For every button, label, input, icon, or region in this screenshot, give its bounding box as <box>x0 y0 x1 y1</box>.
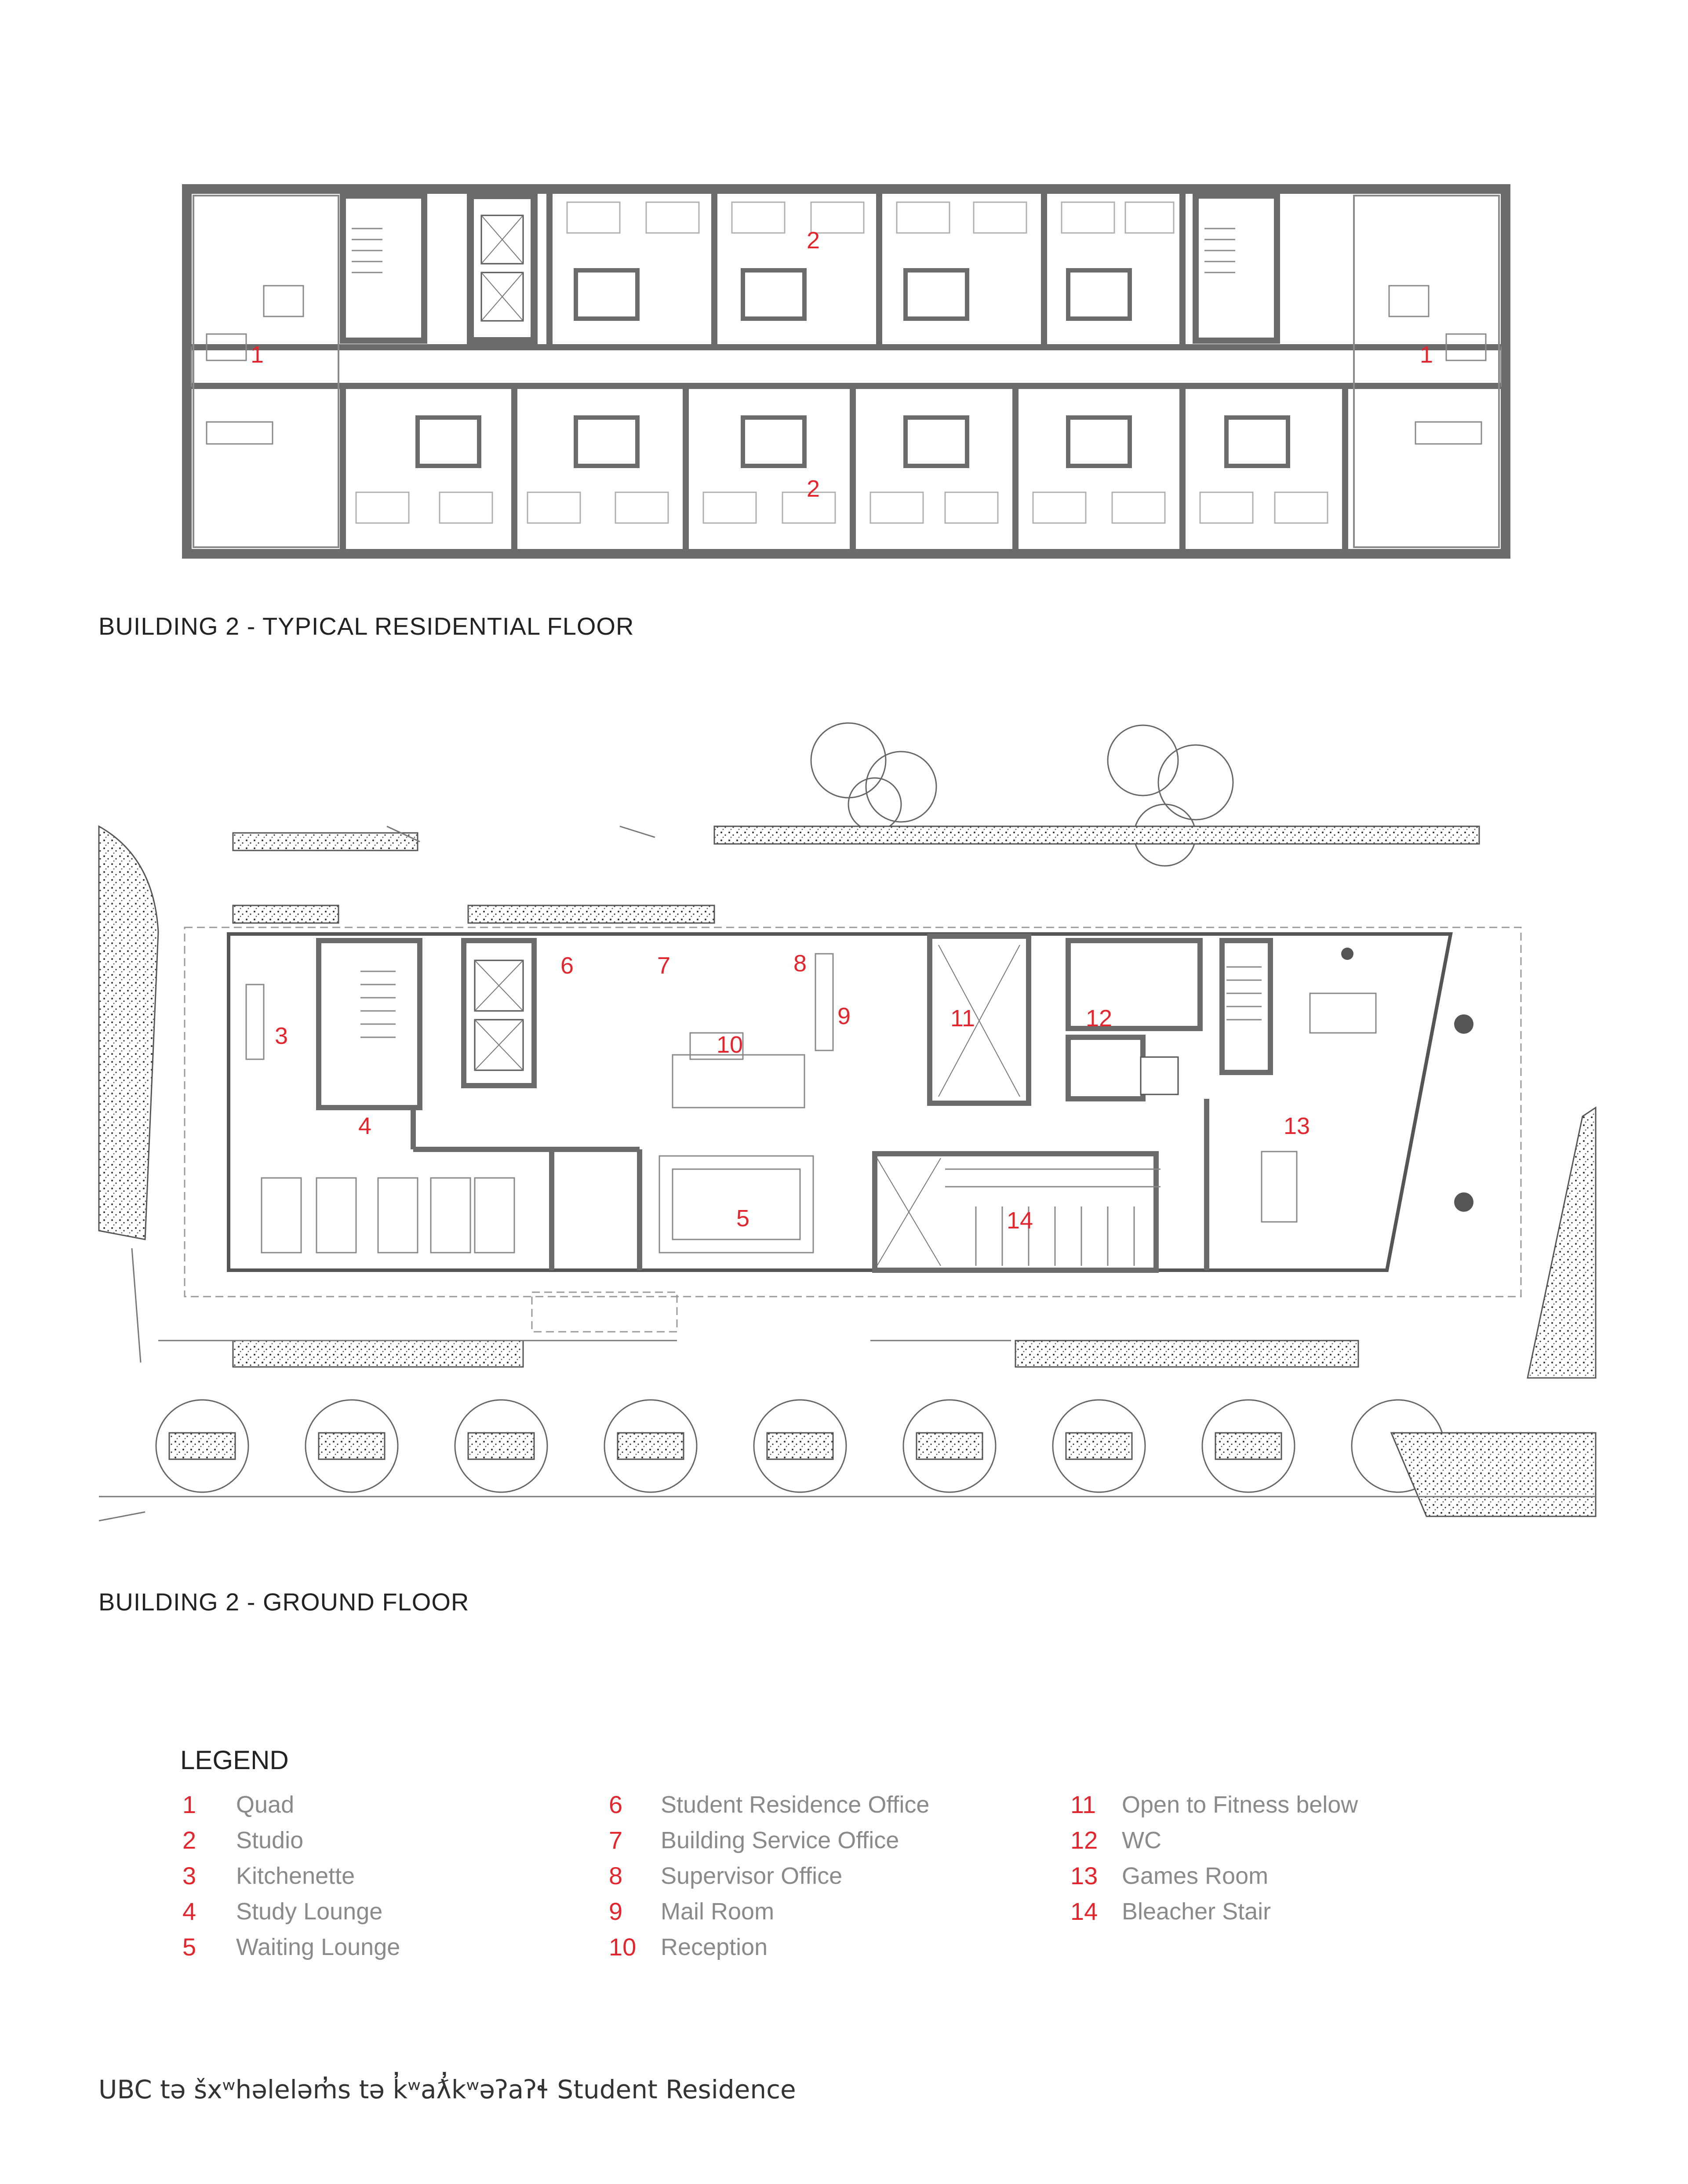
legend-number: 9 <box>609 1897 623 1925</box>
legend-label: Building Service Office <box>661 1827 899 1853</box>
typical-room-label: 2 <box>807 227 820 254</box>
ground-room-label: 9 <box>837 1003 851 1029</box>
ground-floor-room-labels: 3 4 5 6 7 8 9 10 11 12 13 14 <box>275 950 1310 1234</box>
legend-label: Reception <box>661 1933 768 1960</box>
footer-caption: UBC tə šxʷhəleləm̓s tə k̓ʷaƛ̓kʷəʔaʔɬ Stu… <box>98 2075 796 2104</box>
legend-item: 12 WC <box>1070 1822 1358 1858</box>
legend-number: 2 <box>182 1826 196 1854</box>
legend-column-3: 11 Open to Fitness below 12 WC 13 Games Roo… <box>1070 1787 1358 1929</box>
ground-room-label: 7 <box>657 952 670 979</box>
legend-number: 10 <box>609 1933 637 1961</box>
legend-number: 5 <box>182 1933 196 1961</box>
legend-label: Bleacher Stair <box>1122 1898 1271 1925</box>
legend-item: 3 Kitchenette <box>182 1858 400 1893</box>
legend-label: Mail Room <box>661 1898 775 1925</box>
legend-title: LEGEND <box>180 1745 289 1775</box>
ground-floor-title: BUILDING 2 - GROUND FLOOR <box>98 1588 469 1616</box>
typical-room-label: 1 <box>251 342 264 368</box>
legend-number: 8 <box>609 1862 623 1890</box>
typical-floor-title: BUILDING 2 - TYPICAL RESIDENTIAL FLOOR <box>98 612 634 640</box>
ground-room-label: 11 <box>950 1005 975 1032</box>
ground-room-label: 13 <box>1284 1113 1310 1139</box>
legend-number: 3 <box>182 1862 196 1890</box>
ground-room-label: 4 <box>358 1113 371 1139</box>
legend-label: Student Residence Office <box>661 1791 930 1818</box>
legend-label: Studio <box>236 1827 304 1853</box>
legend-item: 8 Supervisor Office <box>609 1858 929 1893</box>
ground-room-label: 3 <box>275 1023 288 1049</box>
legend-label: WC <box>1122 1827 1161 1853</box>
legend-column-2: 6 Student Residence Office 7 Building Serv… <box>609 1787 929 1965</box>
typical-room-label: 2 <box>807 476 820 502</box>
legend-item: 5 Waiting Lounge <box>182 1929 400 1965</box>
legend-number: 4 <box>182 1897 196 1925</box>
legend-number: 13 <box>1070 1862 1098 1890</box>
typical-room-label: 1 <box>1420 342 1433 368</box>
ground-room-label: 14 <box>1007 1207 1033 1234</box>
legend-label: Games Room <box>1122 1862 1269 1889</box>
legend-item: 10 Reception <box>609 1929 929 1965</box>
legend-label: Supervisor Office <box>661 1862 843 1889</box>
legend-label: Kitchenette <box>236 1862 355 1889</box>
ground-room-label: 8 <box>793 950 807 977</box>
legend-item: 1 Quad <box>182 1787 400 1822</box>
ground-room-label: 6 <box>560 952 574 979</box>
legend-label: Study Lounge <box>236 1898 383 1925</box>
legend-number: 1 <box>182 1791 196 1818</box>
legend-label: Waiting Lounge <box>236 1933 400 1960</box>
legend-item: 13 Games Room <box>1070 1858 1358 1893</box>
legend-number: 11 <box>1070 1791 1096 1818</box>
ground-room-label: 5 <box>736 1205 749 1232</box>
legend-item: 11 Open to Fitness below <box>1070 1787 1358 1822</box>
legend-number: 12 <box>1070 1826 1098 1854</box>
ground-room-label: 10 <box>717 1032 743 1058</box>
legend-number: 7 <box>609 1826 623 1854</box>
legend-number: 6 <box>609 1791 623 1818</box>
legend-item: 14 Bleacher Stair <box>1070 1893 1358 1929</box>
legend-item: 6 Student Residence Office <box>609 1787 929 1822</box>
ground-room-label: 12 <box>1086 1005 1112 1032</box>
typical-floor-plan <box>182 184 1510 559</box>
legend-item: 2 Studio <box>182 1822 400 1858</box>
legend-column-1: 1 Quad 2 Studio 3 Kitchenette 4 Study Lounge… <box>182 1787 400 1965</box>
ground-floor-plan <box>98 722 1597 1522</box>
legend-label: Quad <box>236 1791 295 1818</box>
legend-label: Open to Fitness below <box>1122 1791 1358 1818</box>
legend-item: 4 Study Lounge <box>182 1893 400 1929</box>
legend-item: 9 Mail Room <box>609 1893 929 1929</box>
legend-number: 14 <box>1070 1897 1098 1925</box>
legend-item: 7 Building Service Office <box>609 1822 929 1858</box>
typical-floor-room-labels: 1 2 2 1 <box>251 227 1433 502</box>
